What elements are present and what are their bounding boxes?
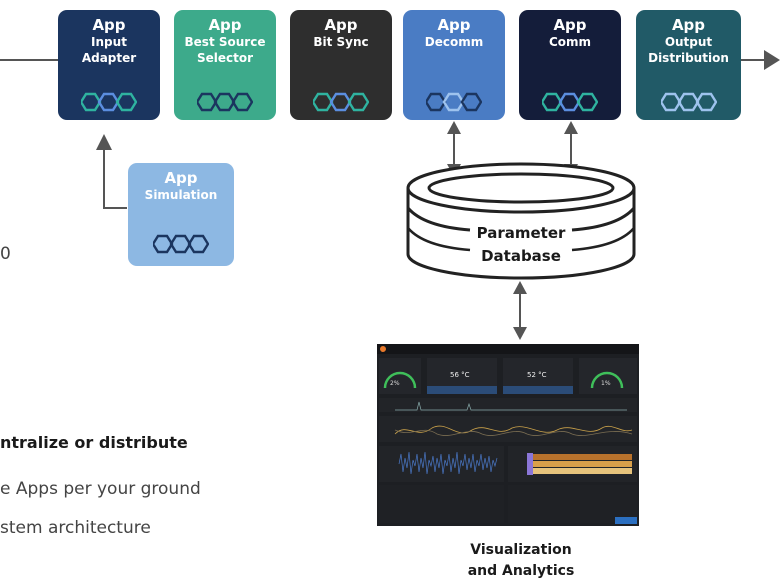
db-dashboard-arrow-up <box>513 281 527 294</box>
cropped-zero-text: 0 <box>0 244 11 264</box>
db-dashboard-arrow-down <box>513 327 527 340</box>
app-comm[interactable]: App Comm <box>519 10 621 120</box>
dashboard-caption: Visualization and Analytics <box>408 540 634 582</box>
simulation-connector <box>103 148 127 209</box>
hexagon-chain-icon <box>197 92 253 112</box>
app-name-line: Distribution <box>648 51 729 65</box>
database-label-line2: Database <box>481 247 561 265</box>
hexagon-chain-icon <box>313 92 369 112</box>
section-heading: ntralize or distribute <box>0 433 188 452</box>
comm-db-arrow-up <box>564 121 578 134</box>
output-arrowhead <box>764 50 780 70</box>
hexagon-chain-icon <box>153 234 209 254</box>
body-text-line2: stem architecture <box>0 518 151 538</box>
app-word: App <box>164 169 198 187</box>
app-name-line: Bit Sync <box>313 35 369 49</box>
dashboard-graphic <box>377 344 639 524</box>
app-name-line: Best Source <box>184 35 266 49</box>
simulation-arrowhead <box>96 134 112 150</box>
app-output-distribution[interactable]: App Output Distribution <box>636 10 741 120</box>
hexagon-chain-icon <box>426 92 482 112</box>
gauge-left-value: 2% <box>390 380 400 387</box>
dashboard-caption-line1: Visualization <box>470 542 572 558</box>
app-word: App <box>671 16 706 34</box>
app-name-line: Comm <box>548 35 592 49</box>
temp-left-value: 56 °C <box>450 371 470 379</box>
app-decomm[interactable]: App Decomm <box>403 10 505 120</box>
app-name-line: Input <box>91 35 127 49</box>
app-word: App <box>437 16 471 34</box>
temp-right-value: 52 °C <box>527 371 547 379</box>
analytics-dashboard-thumbnail: 2% 56 °C 52 °C 1% <box>377 344 639 526</box>
app-name-line: Simulation <box>144 188 218 202</box>
app-name-line: Decomm <box>424 35 484 49</box>
app-bit-sync[interactable]: App Bit Sync <box>290 10 392 120</box>
dashboard-caption-line2: and Analytics <box>467 563 575 579</box>
gauge-right-value: 1% <box>601 380 611 387</box>
app-word: App <box>324 16 358 34</box>
app-name-line: Output <box>664 35 713 49</box>
database-label-line1: Parameter <box>476 224 566 242</box>
database-cylinder <box>406 162 636 280</box>
app-name-line: Selector <box>196 51 254 65</box>
app-name-line: Adapter <box>81 51 137 65</box>
decomm-db-arrow-up <box>447 121 461 134</box>
app-word: App <box>208 16 242 34</box>
hexagon-chain-icon <box>660 92 717 112</box>
hexagon-chain-icon <box>542 92 598 112</box>
app-input-adapter[interactable]: App Input Adapter <box>58 10 160 120</box>
app-best-source-selector[interactable]: App Best Source Selector <box>174 10 276 120</box>
app-word: App <box>92 16 126 34</box>
app-word: App <box>553 16 587 34</box>
hexagon-chain-icon <box>81 92 137 112</box>
dashboard-logo-icon <box>380 346 386 352</box>
body-text-line1: e Apps per your ground <box>0 479 201 499</box>
app-simulation[interactable]: App Simulation <box>128 163 234 266</box>
database-label: Parameter Database <box>408 222 634 268</box>
